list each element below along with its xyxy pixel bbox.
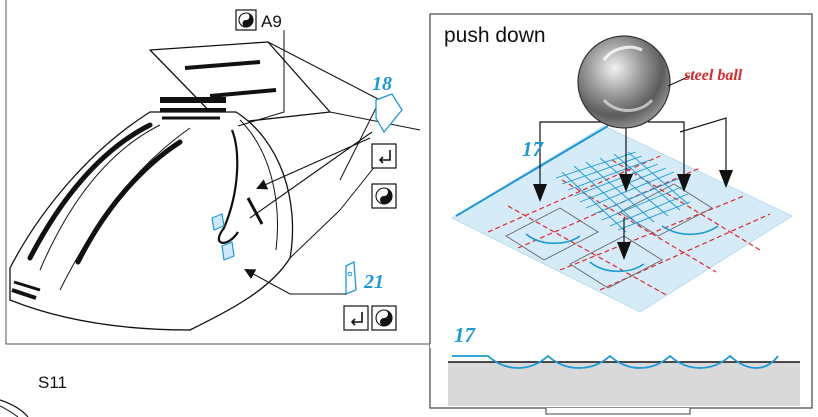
part-18-label: 18 xyxy=(372,73,392,95)
yin-yang-icon xyxy=(238,12,254,28)
arrow-heads xyxy=(533,170,733,260)
cross-section: 17 xyxy=(448,323,800,406)
callout-a9: A9 xyxy=(235,9,285,127)
bend-arrow-icon xyxy=(350,312,363,326)
bend-arrow-icon xyxy=(378,150,391,164)
yin-yang-icon xyxy=(375,309,393,327)
part-21-label: 21 xyxy=(363,271,384,293)
inset-title: push down xyxy=(444,24,546,47)
decal-grid xyxy=(555,151,691,233)
main-view-frame xyxy=(5,0,436,345)
steel-ball-leader xyxy=(667,75,691,87)
inset-panel: push down xyxy=(429,13,813,415)
panel-squares xyxy=(505,183,713,289)
decal-profile xyxy=(452,354,779,369)
part-18-icon xyxy=(375,93,403,134)
steel-ball-label: steel ball xyxy=(683,67,743,84)
step-label: S11 xyxy=(38,373,67,392)
yin-yang-icon xyxy=(375,187,393,205)
callout-part-21: 21 xyxy=(244,260,397,331)
decal-sheet xyxy=(450,125,794,313)
decal-edge xyxy=(455,125,609,217)
vehicle-hood-drawing xyxy=(9,41,421,331)
part-21-bend-box xyxy=(343,305,369,331)
part-17-label: 17 xyxy=(522,137,545,161)
part-18-bend-box xyxy=(371,143,397,169)
steel-ball xyxy=(577,35,671,129)
callout-a9-label: A9 xyxy=(261,12,282,31)
surface xyxy=(448,362,800,406)
push-arrows xyxy=(539,117,727,246)
next-step-edge xyxy=(0,399,29,417)
part-21-icon xyxy=(345,260,357,295)
blue-arcs xyxy=(525,225,719,273)
inset-bottom-tab xyxy=(545,408,691,415)
callout-part-18: 18 xyxy=(249,73,403,219)
cross-section-part-label: 17 xyxy=(454,323,477,347)
